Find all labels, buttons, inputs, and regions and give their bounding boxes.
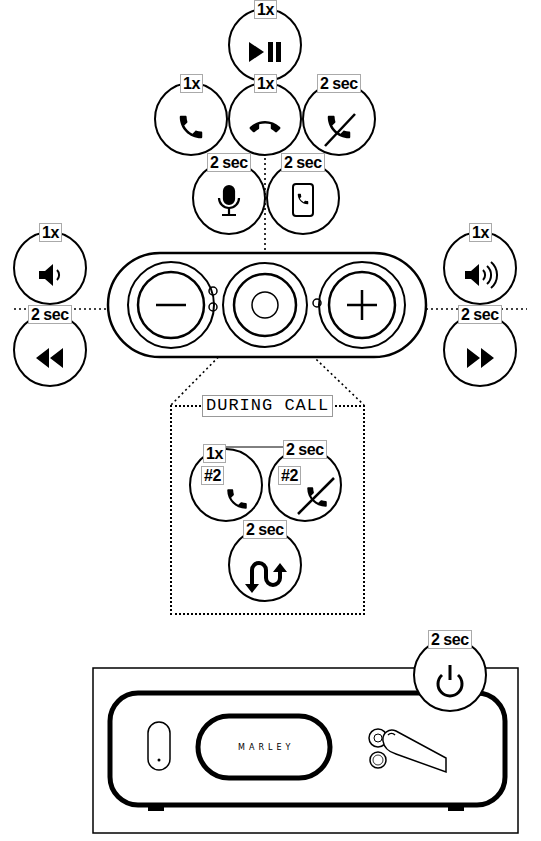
- press-duration: #2: [201, 466, 224, 485]
- press-duration: 2 sec: [458, 305, 502, 324]
- press-duration: 1x: [203, 444, 226, 463]
- button-action-circle: 2 sec: [443, 313, 517, 387]
- play-pause-icon: [249, 42, 281, 62]
- section-heading: DURING CALL: [202, 395, 333, 417]
- press-duration: 1x: [180, 74, 203, 93]
- hang-up-icon: [249, 112, 281, 144]
- button-action-circle: 2 sec: [413, 638, 487, 712]
- button-action-circle: 1x: [228, 8, 302, 82]
- reject-second-icon: [298, 478, 334, 514]
- phone-icon: [293, 184, 313, 216]
- button-action-circle: 2 sec: [266, 161, 340, 235]
- button-action-circle: 1x: [228, 82, 302, 156]
- button-action-circle: 2 sec#2: [268, 448, 342, 522]
- switch-icon: [245, 563, 287, 593]
- forward-icon: [467, 348, 494, 368]
- press-duration: 2 sec: [243, 520, 287, 539]
- press-duration: #2: [278, 466, 301, 485]
- answer-second-icon: [227, 489, 247, 509]
- press-duration: 1x: [254, 74, 277, 93]
- brand-name: MARLEY: [238, 743, 294, 752]
- rewind-icon: [36, 348, 63, 368]
- volume-down-icon: [39, 264, 59, 286]
- leader-lines: [14, 158, 527, 405]
- press-duration: 2 sec: [283, 440, 327, 459]
- answer-icon: [180, 116, 203, 139]
- power-ground: [414, 639, 486, 711]
- press-duration: 2 sec: [207, 153, 251, 172]
- press-duration: 2 sec: [281, 153, 325, 172]
- finger: [383, 730, 446, 772]
- button-action-circle: 2 sec: [13, 313, 87, 387]
- press-duration: 1x: [39, 223, 62, 242]
- button-action-circle: 1x: [443, 231, 517, 305]
- control-bar: [108, 253, 426, 357]
- button-action-circle: 1x#2: [189, 448, 263, 522]
- mic-icon: [219, 186, 239, 215]
- press-duration: 1x: [469, 223, 492, 242]
- volume-up-icon: [465, 262, 497, 288]
- button-action-circle: 1x: [154, 82, 228, 156]
- press-duration: 2 sec: [428, 630, 472, 649]
- button-action-circle: 2 sec: [228, 528, 302, 602]
- press-duration: 1x: [254, 0, 277, 19]
- press-duration: 2 sec: [28, 305, 72, 324]
- power-icon: [438, 665, 462, 696]
- during-call-frame: DURING CALL1x#22 sec#22 sec: [170, 405, 365, 615]
- button-action-circle: 2 sec: [302, 82, 376, 156]
- press-duration: 2 sec: [317, 74, 361, 93]
- button-action-circle: 1x: [13, 231, 87, 305]
- reject-icon: [325, 114, 355, 146]
- button-action-circle: 2 sec: [192, 161, 266, 235]
